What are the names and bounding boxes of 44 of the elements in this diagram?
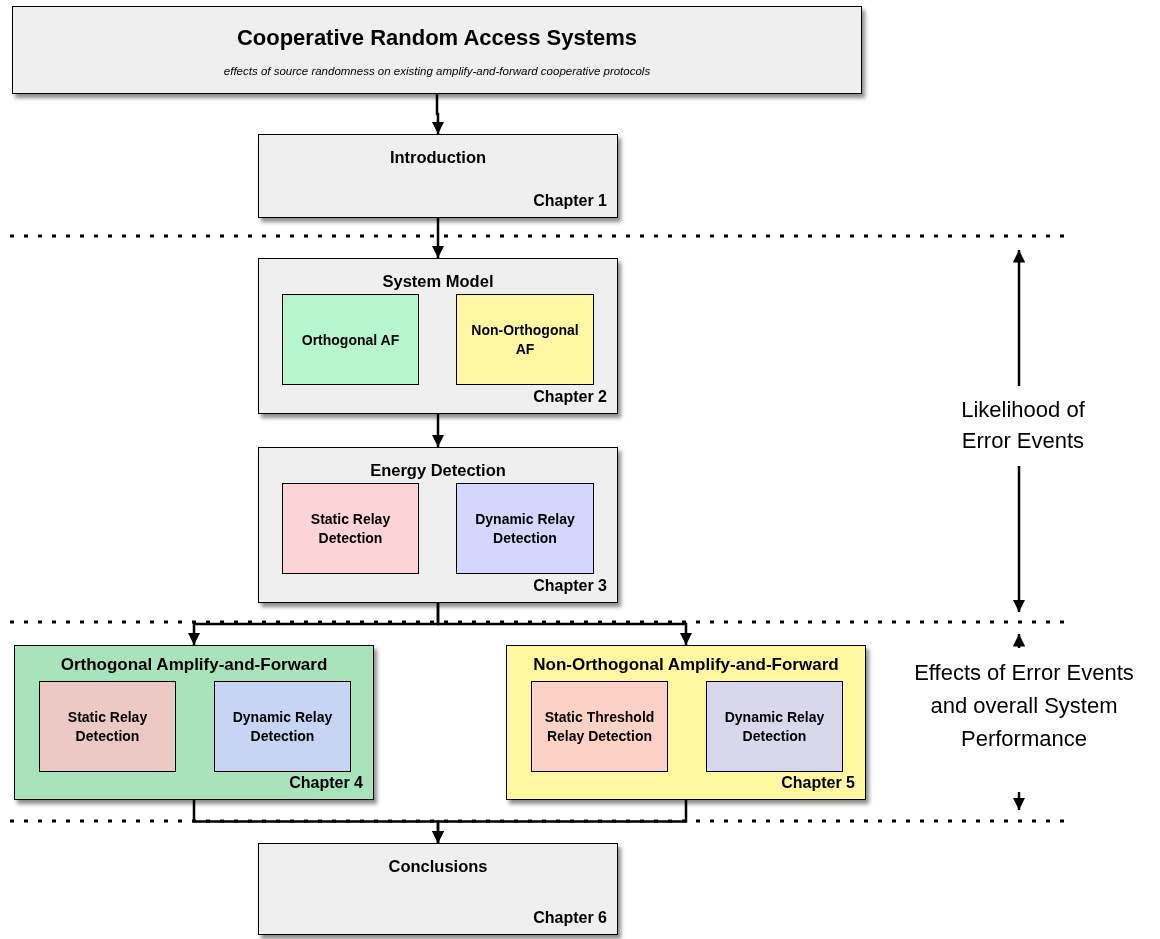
arrow	[431, 414, 445, 447]
side-note: Likelihood of Error Events	[960, 396, 1086, 455]
box-heading: Non-Orthogonal Amplify-and-Forward	[532, 654, 840, 676]
box-label: Dynamic Relay Detection	[474, 509, 576, 548]
chapter-label: Chapter 4	[289, 773, 363, 793]
chapter-box	[14, 645, 374, 800]
arrow	[431, 800, 688, 843]
sub-box	[282, 483, 419, 574]
box-label: Dynamic Relay Detection	[723, 707, 826, 746]
chapter-label: Chapter 1	[533, 191, 607, 211]
arrow	[436, 603, 693, 645]
box-label: Static Relay Detection	[309, 509, 392, 548]
chapter-box	[506, 645, 866, 800]
subtitle-text: effects of source randomness on existing amplify-and-forward cooperative protocols	[222, 64, 652, 79]
chapter-label: Chapter 2	[533, 387, 607, 407]
chapter-box	[258, 843, 618, 935]
sub-box	[706, 681, 843, 772]
box-label: Static Threshold Relay Detection	[543, 707, 656, 746]
arrow	[431, 218, 445, 258]
box-heading: System Model	[381, 271, 495, 292]
box-label: Orthogonal AF	[300, 330, 401, 349]
sub-box	[39, 681, 176, 772]
sub-box	[282, 294, 419, 385]
sub-box	[456, 294, 594, 385]
chapter-label: Chapter 5	[781, 773, 855, 793]
chapter-box	[258, 134, 618, 218]
title-text: Cooperative Random Access Systems	[235, 24, 639, 52]
chapter-box	[258, 258, 618, 414]
box-heading: Energy Detection	[369, 460, 507, 481]
box-label: Dynamic Relay Detection	[231, 707, 334, 746]
box-label: Non-Orthogonal AF	[470, 320, 580, 359]
chapter-label: Chapter 3	[533, 576, 607, 596]
sub-box	[456, 483, 594, 574]
sub-box	[531, 681, 668, 772]
chapter-box	[258, 447, 618, 603]
box-heading: Orthogonal Amplify-and-Forward	[59, 654, 329, 676]
box-heading: Conclusions	[387, 856, 489, 877]
sub-box	[214, 681, 351, 772]
side-note: Effects of Error Events and overall System Performance	[913, 659, 1135, 753]
box-label: Static Relay Detection	[66, 707, 149, 746]
arrow	[431, 94, 445, 134]
chapter-box	[12, 6, 862, 94]
chapter-label: Chapter 6	[533, 908, 607, 928]
box-heading: Introduction	[388, 147, 488, 168]
